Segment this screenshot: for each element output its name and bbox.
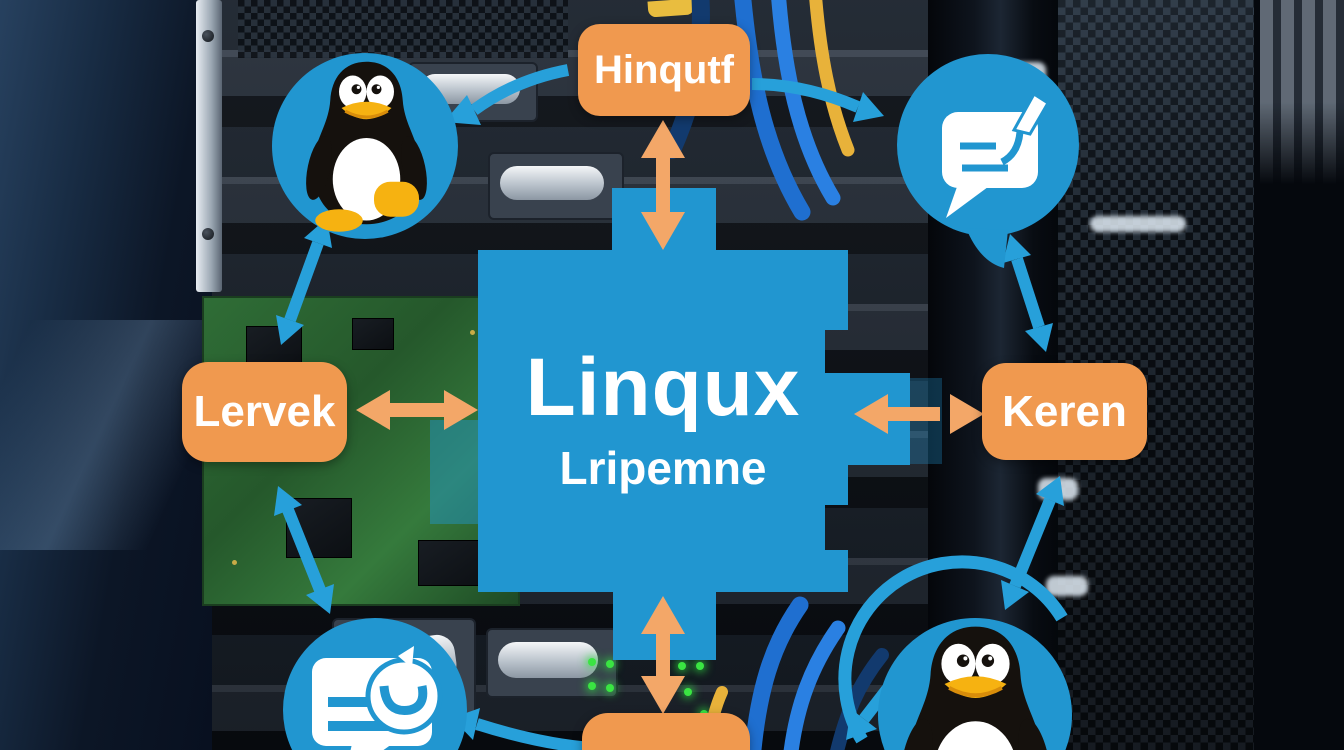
rail-screw (202, 30, 214, 42)
status-led (696, 662, 704, 670)
side-panel-light-sheen (0, 320, 210, 550)
orbit-ring (838, 555, 1068, 744)
blue-arrow-top-to-penguin (444, 64, 570, 125)
orange-arrow-right (854, 394, 984, 434)
node-top: Hinqutf (578, 24, 750, 116)
pillar-highlight (1090, 216, 1186, 232)
translucent-band-left (430, 420, 478, 524)
blue-arrow-penguin-left-node (276, 218, 332, 345)
chat-pen-icon (942, 91, 1051, 218)
blue-arrow-chatpen-right-node (1003, 234, 1053, 352)
orange-arrow-bottom (641, 596, 685, 714)
node-bottom (582, 713, 750, 750)
mesh-vent-top (238, 0, 568, 58)
orange-arrow-top (641, 120, 685, 250)
blue-arrow-bottomnode-chatcheck (452, 708, 593, 750)
server-handle (500, 166, 604, 200)
rack-side-panel (0, 0, 212, 750)
rail-screw (202, 228, 214, 240)
status-led (606, 660, 614, 668)
status-led (588, 658, 596, 666)
node-right-label: Keren (1002, 386, 1127, 436)
blue-arrow-leftnode-chatcheck (274, 486, 334, 614)
chat-check-icon (312, 646, 443, 750)
cables-top (663, 0, 855, 221)
pcb-solder-dot (470, 330, 475, 335)
orange-arrows (356, 120, 984, 714)
server-handle (498, 642, 598, 678)
icon-circle-tail (966, 228, 1008, 268)
node-left: Lervek (182, 362, 347, 462)
node-left-label: Lervek (193, 387, 336, 436)
node-right: Keren (982, 363, 1147, 460)
status-led (678, 662, 686, 670)
rack-rail (196, 0, 222, 292)
pcb-solder-dot (232, 560, 237, 565)
status-led (606, 684, 614, 692)
status-led (588, 682, 596, 690)
pillar-highlight (1046, 576, 1088, 596)
status-led (684, 688, 692, 696)
blue-arrow-top-to-chat-pen (751, 78, 884, 122)
pcb-chip (352, 318, 394, 350)
rack-top-right-slats (1260, 0, 1344, 185)
center-puzzle-shape (478, 188, 910, 660)
node-top-label: Hinqutf (594, 47, 734, 92)
orange-arrow-left (356, 390, 478, 430)
